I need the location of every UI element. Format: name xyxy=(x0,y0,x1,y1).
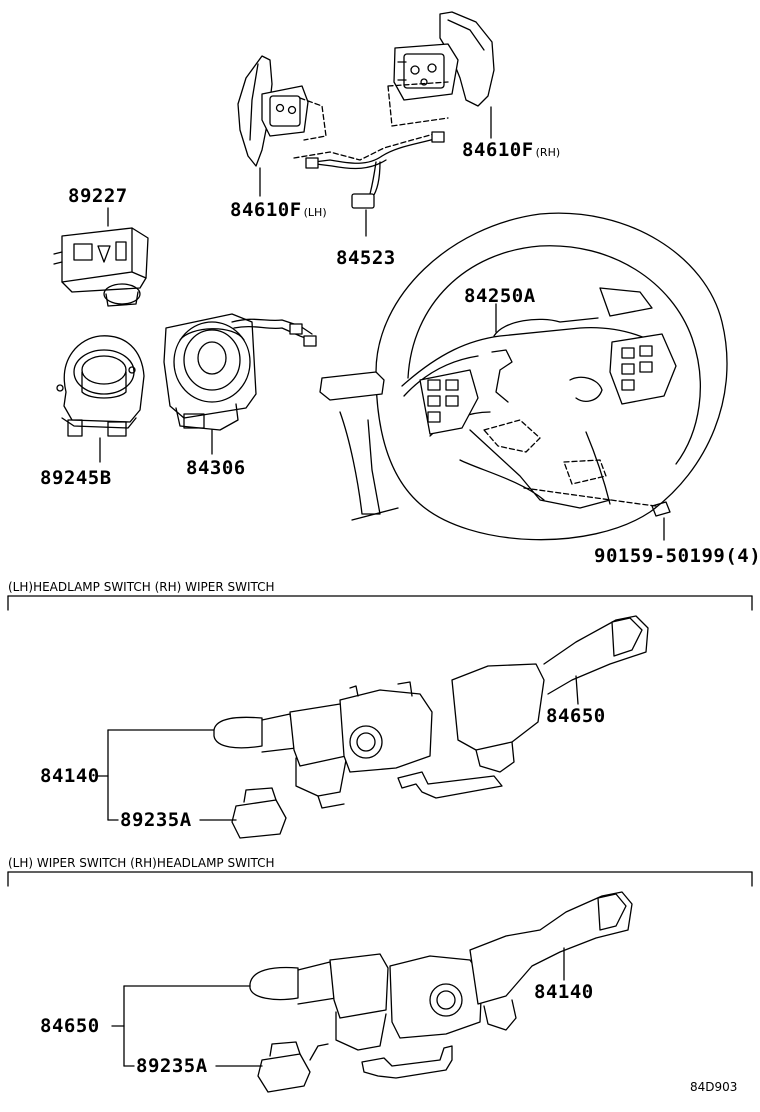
section1-combination-switch-illustration xyxy=(214,616,648,838)
quantity-label: (4) xyxy=(725,545,760,567)
side-lh-label: (LH) xyxy=(303,206,327,219)
side-rh-label: (RH) xyxy=(535,146,561,159)
relay-89227-illustration xyxy=(54,208,148,306)
part-label-84610f-rh: 84610F(RH) xyxy=(462,140,560,163)
section2-part-label-84140: 84140 xyxy=(534,981,594,1003)
paddle-shifter-rh-illustration xyxy=(388,12,494,138)
section1-part-label-84140: 84140 xyxy=(40,765,100,787)
part-label-84523: 84523 xyxy=(336,247,396,269)
part-label-84250a: 84250A xyxy=(464,285,536,307)
section2-frame xyxy=(8,872,752,886)
section1-part-label-89235a: 89235A xyxy=(120,809,192,831)
paddle-shifter-lh-illustration xyxy=(238,56,326,196)
section1-frame xyxy=(8,596,752,610)
section2-caption: (LH) WIPER SWITCH (RH)HEADLAMP SWITCH xyxy=(8,856,275,870)
steering-wheel-84250a-illustration xyxy=(320,213,727,540)
paddle-wire-harness-illustration xyxy=(294,132,444,236)
section1-leader-lines xyxy=(96,676,578,820)
diagram-reference-code: 84D903 xyxy=(690,1080,738,1094)
part-number: 84610F xyxy=(230,199,302,221)
spiral-cable-84306-illustration xyxy=(164,314,316,454)
part-label-89245b: 89245B xyxy=(40,467,112,489)
section2-leader-lines xyxy=(112,948,564,1066)
part-label-90159-50199: 90159-50199(4) xyxy=(594,546,760,566)
steering-sensor-89245b-illustration xyxy=(57,336,144,462)
part-label-84610f-lh: 84610F(LH) xyxy=(230,200,327,223)
part-label-89227: 89227 xyxy=(68,185,128,207)
section2-part-label-89235a: 89235A xyxy=(136,1055,208,1077)
section1-part-label-84650: 84650 xyxy=(546,705,606,727)
section2-part-label-84650: 84650 xyxy=(40,1015,100,1037)
section2-combination-switch-illustration xyxy=(250,892,632,1092)
part-label-84306: 84306 xyxy=(186,457,246,479)
part-number: 84610F xyxy=(462,139,534,161)
part-number: 90159-50199 xyxy=(594,545,726,567)
section1-caption: (LH)HEADLAMP SWITCH (RH) WIPER SWITCH xyxy=(8,580,275,594)
